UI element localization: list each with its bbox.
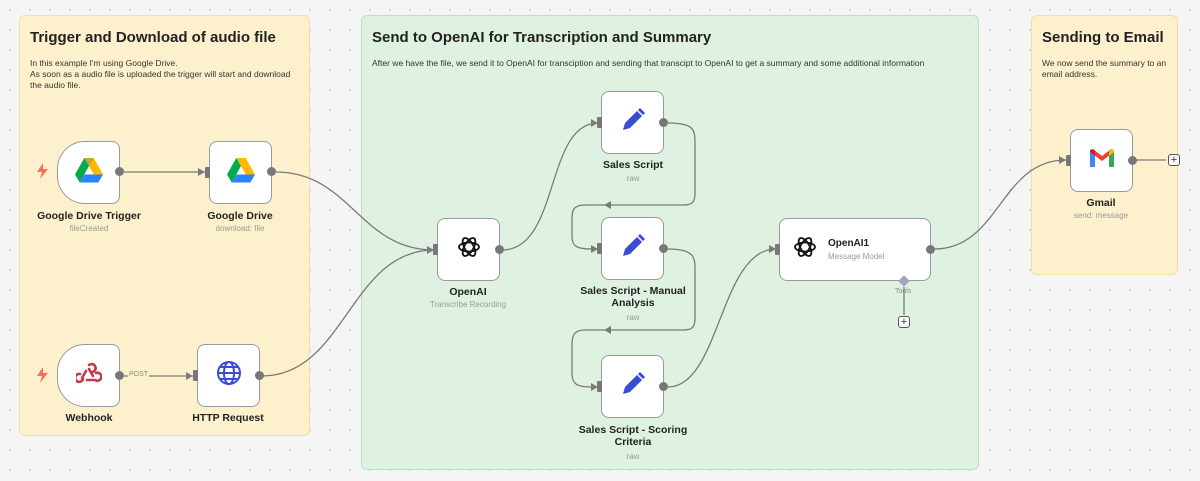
input-port[interactable] [597,381,602,392]
wire-salesscript-manual [571,122,696,250]
wire-openai-salesscript [501,122,599,251]
node-title: Sales Script [602,159,664,171]
node-title: Sales Script - Scoring Criteria [578,424,688,448]
wire-scoring-openai1 [667,248,777,388]
node-title: Sales Script - Manual Analysis [580,285,686,309]
wire-arrow [427,246,434,254]
output-port[interactable] [926,245,935,254]
openai-icon [456,234,482,265]
wire-arrow [769,245,776,253]
node-subtitle: Transcribe Recording [429,300,507,309]
node-http-request[interactable] [197,344,260,407]
google-drive-icon [226,157,255,188]
node-title: OpenAI [449,286,487,298]
wire-arrow [186,372,193,380]
node-title: Google Drive [207,210,273,222]
node-title: Gmail [1086,197,1116,209]
node-title: OpenAI1 [828,238,870,249]
sticky-body: After we have the file, we send it to Op… [372,58,925,68]
wire-arrow [604,326,611,334]
wire-arrow [591,119,598,127]
google-drive-icon [74,157,103,188]
webhook-method-label: POST [128,371,150,378]
webhook-icon [73,361,103,390]
output-port[interactable] [659,118,668,127]
sticky-body: In this example I'm using Google Drive. … [30,58,291,90]
wire-arrow [604,201,611,209]
input-port[interactable] [193,370,198,381]
node-title: HTTP Request [192,412,264,424]
node-sales-script-scoring-criteria[interactable] [601,355,664,418]
sticky-title: Send to OpenAI for Transcription and Sum… [372,29,712,46]
node-text: OpenAI1 Message Model [828,238,884,261]
wire-http-openai [261,249,435,377]
output-port[interactable] [115,167,124,176]
add-tool-button[interactable]: + [898,316,910,328]
node-sales-script[interactable] [601,91,664,154]
node-sales-script-manual-analysis[interactable] [601,217,664,280]
lightning-bolt-icon [37,367,48,386]
input-port[interactable] [597,243,602,254]
node-gmail[interactable] [1070,129,1133,192]
output-port[interactable] [659,244,668,253]
gmail-icon [1089,148,1115,173]
wire-arrow [198,168,205,176]
node-subtitle: send: message [1073,211,1129,220]
node-google-drive[interactable] [209,141,272,204]
pencil-icon [620,233,646,264]
output-port[interactable] [495,245,504,254]
wire-arrow [591,383,598,391]
output-port[interactable] [255,371,264,380]
node-title: Webhook [65,412,113,424]
node-title: Google Drive Trigger [37,210,141,222]
sticky-title: Sending to Email [1042,29,1164,46]
node-google-drive-trigger[interactable] [57,141,120,204]
node-subtitle: raw [626,174,640,183]
output-port[interactable] [1128,156,1137,165]
wire-arrow [1059,156,1066,164]
node-webhook[interactable] [57,344,120,407]
output-port[interactable] [659,382,668,391]
node-subtitle: Message Model [828,252,885,261]
globe-icon [216,360,242,391]
lightning-bolt-icon [37,163,48,182]
node-openai[interactable] [437,218,500,281]
output-port[interactable] [115,371,124,380]
pencil-icon [620,107,646,138]
sticky-title: Trigger and Download of audio file [30,29,276,46]
output-port[interactable] [267,167,276,176]
input-port[interactable] [205,167,210,178]
wire-gdrive-openai [275,171,435,251]
node-subtitle: download: file [215,224,265,233]
add-node-button[interactable]: + [1168,154,1180,166]
openai-icon [792,234,818,265]
wire-arrow [591,245,598,253]
node-subtitle: raw [626,313,640,322]
input-port[interactable] [433,244,438,255]
tools-label: Tools [895,288,912,295]
sticky-body: We now send the summary to an email addr… [1042,58,1167,79]
node-subtitle: raw [626,452,640,461]
node-subtitle: fileCreated [69,224,109,233]
input-port[interactable] [775,244,780,255]
wire-manual-scoring [571,248,696,388]
input-port[interactable] [1066,155,1071,166]
wire-openai1-gmail [933,159,1067,250]
input-port[interactable] [597,117,602,128]
pencil-icon [620,371,646,402]
node-openai1[interactable]: OpenAI1 Message Model [779,218,931,281]
